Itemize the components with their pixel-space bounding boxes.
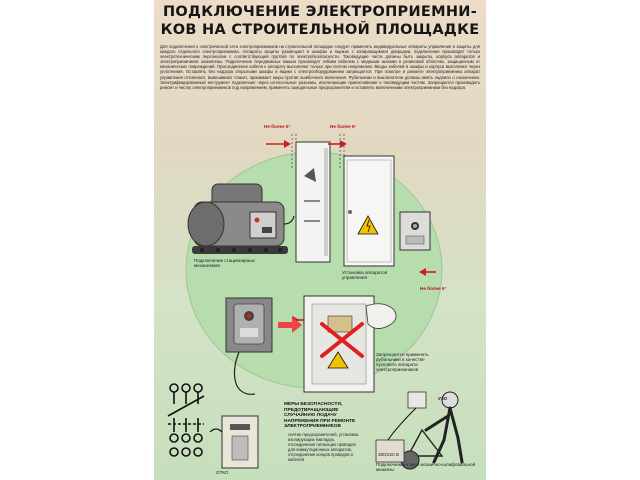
angle-label-mid: Не более 5° (330, 124, 357, 129)
label-connect-stationary: Подключение стационарных механизмов (194, 258, 255, 268)
stationary-machine-icon (187, 183, 295, 254)
fuse-panel-icon (209, 415, 259, 469)
poster-title-line2: КОВ НА СТРОИТЕЛЬНОЙ ПЛОЩАДКЕ (160, 22, 480, 38)
safety-poster: ПОДКЛЮЧЕНИЕ ЭЛЕКТРОПРИЕМНИ- КОВ НА СТРОИ… (154, 0, 486, 480)
angle-label-left: Не более 5° (264, 124, 291, 129)
wall-control-box-icon (225, 297, 273, 395)
poster-body-text: Для подключения к электрической сети эле… (160, 44, 480, 90)
control-cabinet-2-icon (343, 155, 395, 267)
direction-arrow (278, 317, 302, 333)
prohibition-cross-icon (320, 322, 364, 358)
label-voltage: 380/220 В (378, 452, 399, 457)
forbidden-switch-cabinet-icon (303, 295, 397, 393)
label-uzo: УЗО (438, 396, 448, 401)
hand-icon (365, 303, 397, 329)
angle-label-right: Не более 5° (420, 286, 447, 291)
label-forbidden-switches: Запрещается применять рубильники в качес… (376, 352, 429, 372)
circuit-breaker-symbols (167, 383, 205, 457)
control-cabinet-1-icon (295, 141, 331, 263)
safety-measures-text: снятие предохранителей, установка изолир… (288, 432, 359, 462)
poster-title-line1: ПОДКЛЮЧЕНИЕ ЭЛЕКТРОПРИЕМНИ- (162, 4, 478, 20)
safety-measures-title: МЕРЫ БЕЗОПАСНОСТИ, ПРЕДОТВРАЩАЮЩИЕ СЛУЧА… (284, 402, 356, 430)
label-stop: ОТКЛ (216, 470, 229, 475)
label-install-apparatus: Установка аппаратов управления (342, 270, 388, 280)
poster-illustration (167, 134, 464, 470)
worker-with-grinder-icon (375, 391, 464, 470)
small-switch-box-icon (399, 211, 431, 251)
label-connect-mobile: Подключение к сети мозаично-шлифовальной… (376, 462, 476, 472)
